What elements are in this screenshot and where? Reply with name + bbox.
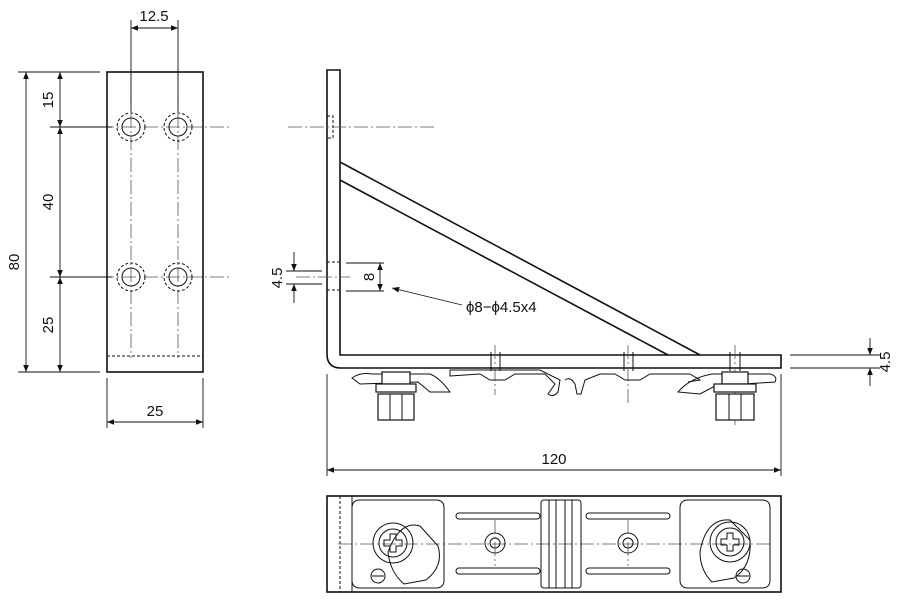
- dim-width: 25: [106, 378, 204, 428]
- dim-slot-height: 4.5: [269, 252, 322, 303]
- dim-top-offset: 15: [40, 72, 63, 127]
- label-12-5: 12.5: [139, 8, 168, 25]
- bracket-profile: [326, 69, 782, 369]
- slots-left: [455, 512, 541, 575]
- hole-top-right: [163, 112, 193, 142]
- dim-length: 120: [326, 374, 782, 476]
- hole-bottom-right: [163, 262, 193, 292]
- label-120: 120: [541, 451, 566, 468]
- label-25-v: 25: [40, 317, 57, 334]
- side-view: 4.5 8 ϕ8−ϕ4.5x4: [269, 69, 894, 476]
- rib-outer: [339, 161, 701, 356]
- clamp-left: [351, 499, 445, 589]
- label-25-h: 25: [147, 403, 164, 420]
- label-80: 80: [6, 254, 23, 271]
- label-4-5-right: 4.5: [877, 352, 894, 373]
- label-8: 8: [361, 273, 378, 281]
- nut-left-top: [381, 371, 411, 385]
- label-hole-spec: ϕ8−ϕ4.5x4: [466, 299, 537, 316]
- washer-right: [713, 383, 757, 393]
- slots-right: [585, 512, 671, 575]
- rib-inner: [339, 179, 669, 356]
- bottom-plate-outline: [326, 495, 782, 593]
- front-view: 12.5 15 40 25 80 25: [6, 8, 230, 428]
- nut-right-top: [721, 371, 749, 385]
- dim-hole-pitch-y: 40: [40, 126, 63, 277]
- label-4-5-left: 4.5: [269, 268, 286, 289]
- dim-counterbore: 8: [346, 262, 384, 292]
- base-hole-marks: [490, 345, 741, 425]
- bolt-head-right: [715, 393, 755, 421]
- hole-top-left: [116, 112, 146, 142]
- label-40: 40: [40, 194, 57, 211]
- front-plate-outline: [106, 71, 204, 373]
- hardware-underside: [351, 369, 777, 421]
- center-rib: [540, 499, 582, 589]
- dim-bottom-offset: 25: [40, 277, 63, 372]
- washer-left: [375, 383, 417, 393]
- dim-total-height: 80: [6, 72, 29, 372]
- dim-thickness: 4.5: [790, 338, 894, 386]
- label-15: 15: [40, 92, 57, 109]
- hidden-hole-lower: [327, 261, 340, 291]
- leader-hole-spec: ϕ8−ϕ4.5x4: [391, 286, 537, 316]
- hole-bottom-left: [116, 262, 146, 292]
- bottom-view: [326, 495, 782, 593]
- bolt-head-left: [377, 393, 415, 421]
- dim-hole-pitch-x: 12.5: [130, 8, 179, 112]
- clamp-right: [679, 499, 771, 589]
